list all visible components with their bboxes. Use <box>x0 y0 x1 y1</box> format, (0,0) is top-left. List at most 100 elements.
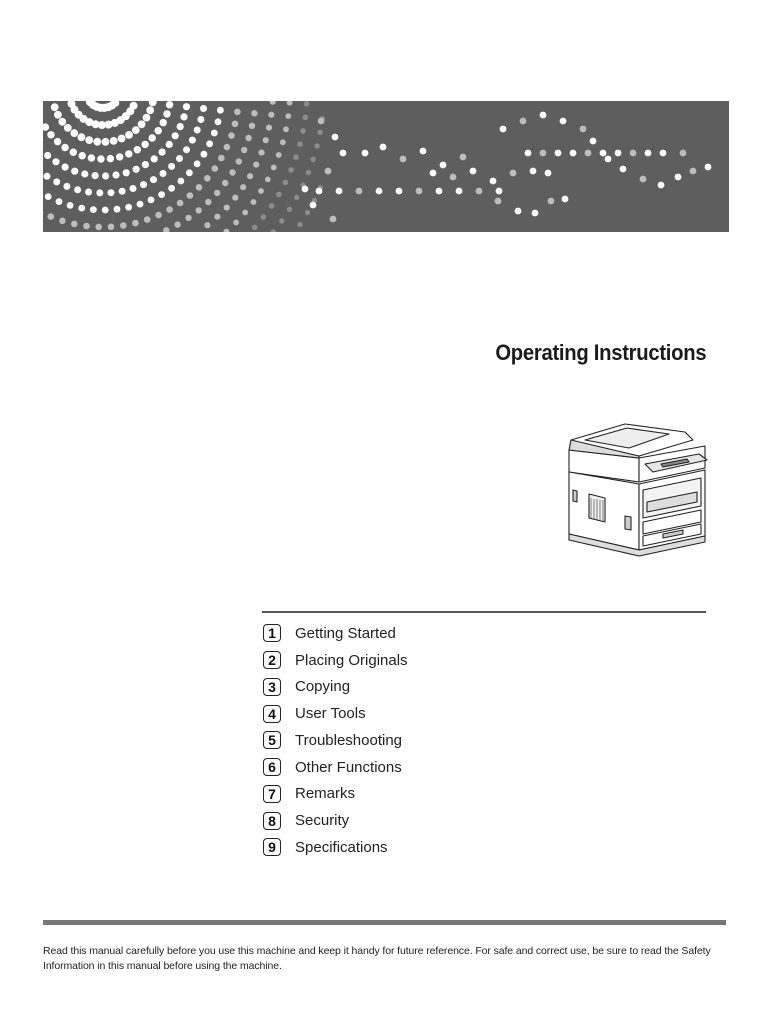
pattern-dot <box>305 210 311 216</box>
pattern-dot <box>495 187 503 195</box>
pattern-dot <box>147 196 155 204</box>
pattern-dot <box>83 222 90 230</box>
pattern-dot <box>439 161 447 169</box>
toc-item[interactable]: 7 Remarks <box>263 781 703 808</box>
pattern-dot <box>188 136 196 144</box>
pattern-dot <box>529 167 537 175</box>
pattern-dot <box>174 221 181 228</box>
pattern-dot <box>459 153 467 161</box>
chapter-number-badge: 7 <box>263 784 281 803</box>
pattern-dot <box>122 169 130 177</box>
pattern-dot <box>253 161 260 168</box>
pattern-dot <box>604 155 612 163</box>
pattern-dot <box>317 117 325 125</box>
dot-pattern-graphic <box>43 101 712 232</box>
pattern-dot <box>104 120 113 129</box>
header-banner <box>43 101 729 232</box>
pattern-dot <box>132 219 139 227</box>
footer-divider <box>43 920 726 925</box>
pattern-dot <box>283 126 289 133</box>
pattern-dot <box>674 173 682 181</box>
pattern-dot <box>309 201 317 209</box>
pattern-dot <box>704 163 712 171</box>
pattern-dot <box>44 193 52 200</box>
pattern-dot <box>193 126 201 134</box>
pattern-dot <box>168 184 175 192</box>
footer-note: Read this manual carefully before you us… <box>43 944 711 972</box>
pattern-dot <box>165 140 173 148</box>
chapter-label: Other Functions <box>295 758 402 776</box>
chapter-label: Troubleshooting <box>295 731 403 749</box>
pattern-dot <box>250 199 257 205</box>
chapter-number-badge: 6 <box>263 758 281 777</box>
pattern-dot <box>689 167 697 175</box>
pattern-dot <box>260 214 267 220</box>
pattern-dot <box>599 149 607 157</box>
pattern-dot <box>158 148 166 156</box>
pattern-dot <box>311 197 317 203</box>
pattern-dot <box>419 147 427 155</box>
pattern-dot <box>210 129 218 137</box>
pattern-dot <box>50 103 59 112</box>
pattern-dot <box>125 131 133 139</box>
pattern-dot <box>559 117 567 125</box>
chapter-label: Remarks <box>295 785 356 803</box>
pattern-dot <box>86 101 95 107</box>
pattern-dot <box>317 129 323 136</box>
pattern-dot <box>455 187 463 195</box>
pattern-dot <box>193 160 201 168</box>
pattern-dot <box>324 167 332 175</box>
pattern-dot <box>87 154 96 162</box>
pattern-dot <box>539 149 547 157</box>
document-title: Operating Instructions <box>495 339 706 365</box>
pattern-dot <box>300 128 306 134</box>
pattern-dot <box>177 177 185 185</box>
pattern-dot <box>214 189 221 197</box>
pattern-dot <box>286 101 293 106</box>
chapter-number-badge: 9 <box>263 838 281 857</box>
pattern-dot <box>519 117 527 125</box>
pattern-dot <box>579 125 587 133</box>
pattern-dot <box>67 101 76 108</box>
pattern-dot <box>163 227 170 232</box>
pattern-dot <box>195 184 203 191</box>
pattern-dot <box>235 158 242 165</box>
pattern-dot <box>69 148 77 156</box>
pattern-dot <box>293 154 299 160</box>
pattern-dot <box>539 111 547 119</box>
pattern-dot <box>248 122 256 129</box>
pattern-dot <box>133 146 141 154</box>
pattern-dot <box>47 213 55 220</box>
pattern-dot <box>118 187 126 195</box>
pattern-dot <box>200 150 208 158</box>
pattern-dot <box>355 187 363 195</box>
pattern-dot <box>589 137 597 145</box>
pattern-dot <box>223 228 230 232</box>
pattern-dot <box>303 101 310 107</box>
pattern-dot <box>148 134 156 142</box>
pattern-dot <box>61 143 69 152</box>
pattern-dot <box>47 131 55 139</box>
pattern-dot <box>429 169 437 177</box>
pattern-dot <box>270 164 277 171</box>
pattern-dot <box>268 111 275 118</box>
pattern-dot <box>52 158 60 166</box>
pattern-dot <box>116 153 124 161</box>
pattern-dot <box>53 178 61 186</box>
pattern-dot <box>449 173 457 181</box>
pattern-dot <box>205 198 212 206</box>
toc-item[interactable]: 6 Other Functions <box>263 754 703 781</box>
pattern-dot <box>245 134 252 142</box>
pattern-dot <box>163 110 171 118</box>
chapter-number-badge: 4 <box>263 704 281 723</box>
pattern-dot <box>113 205 121 213</box>
pattern-dot <box>276 191 282 198</box>
pattern-dot <box>258 149 265 156</box>
